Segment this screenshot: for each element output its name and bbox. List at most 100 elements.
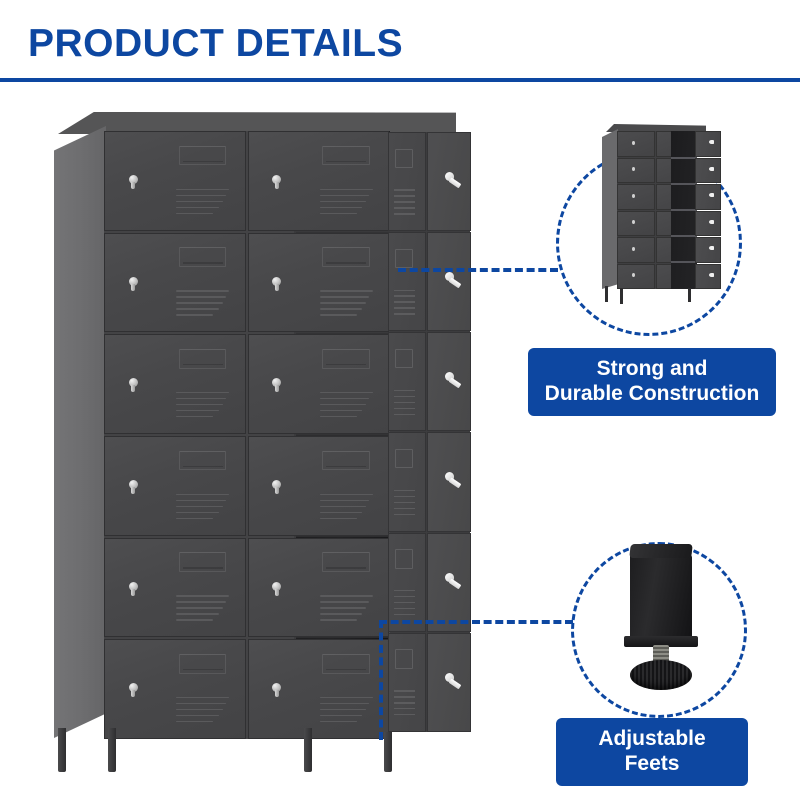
- leg-post: [630, 552, 692, 638]
- locker-door[interactable]: [104, 131, 246, 231]
- key-handle-icon[interactable]: [445, 672, 462, 689]
- open-locker-door[interactable]: [388, 432, 471, 532]
- cabinet-leg: [384, 732, 392, 772]
- inset-locker-door: [617, 210, 655, 236]
- door-inner-face: [388, 432, 426, 532]
- ventilation-louver-icon: [176, 290, 230, 316]
- connector-feet-horizontal: [379, 620, 573, 624]
- ventilation-louver-icon: [176, 188, 230, 215]
- inset-locker-door: [617, 131, 655, 157]
- door-inner-face: [388, 632, 426, 732]
- inset-interior-shelf: [671, 157, 697, 159]
- lock-knob-icon[interactable]: [128, 378, 138, 393]
- door-inner-face: [388, 532, 426, 632]
- door-inner-face: [388, 132, 426, 232]
- inset-full-locker-image: [596, 120, 728, 320]
- ventilation-louver-icon: [394, 189, 415, 215]
- inset-interior-shelf: [671, 235, 697, 237]
- label-holder-icon: [178, 552, 227, 572]
- inset-open-door: [695, 237, 721, 263]
- ventilation-louver-icon: [319, 290, 373, 316]
- inset-locker-door: [617, 184, 655, 210]
- callout-label-strong-durable: Strong and Durable Construction: [528, 348, 776, 416]
- open-locker-door[interactable]: [388, 632, 471, 732]
- lock-knob-icon[interactable]: [272, 378, 282, 393]
- ventilation-louver-icon: [319, 595, 373, 621]
- lock-knob-icon[interactable]: [128, 581, 138, 596]
- key-handle-icon[interactable]: [445, 372, 462, 389]
- lock-knob-icon[interactable]: [128, 683, 138, 698]
- locker-door[interactable]: [104, 639, 246, 739]
- label-holder-icon: [394, 148, 413, 168]
- door-inner-face: [388, 332, 426, 432]
- lock-knob-icon[interactable]: [272, 581, 282, 596]
- locker-door[interactable]: [247, 639, 389, 739]
- cabinet-leg: [58, 728, 66, 772]
- door-back-face: [426, 332, 471, 432]
- locker-door[interactable]: [104, 435, 246, 536]
- lock-knob-icon[interactable]: [272, 276, 282, 291]
- key-handle-icon[interactable]: [445, 572, 462, 589]
- cabinet-leg: [108, 728, 116, 772]
- label-holder-icon: [178, 450, 227, 471]
- open-locker-door[interactable]: [388, 532, 471, 632]
- label-holder-icon: [322, 450, 370, 471]
- open-locker-door[interactable]: [388, 232, 471, 332]
- inset-adjustable-foot-image: [612, 552, 710, 694]
- locker-door[interactable]: [247, 435, 389, 536]
- locker-door[interactable]: [104, 334, 246, 434]
- label-holder-icon: [178, 654, 227, 674]
- door-back-face: [426, 232, 471, 332]
- label-holder-icon: [394, 449, 413, 469]
- locker-door[interactable]: [247, 537, 389, 638]
- lock-knob-icon[interactable]: [272, 174, 282, 189]
- label-holder-icon: [178, 349, 227, 369]
- ventilation-louver-icon: [394, 590, 415, 616]
- locker-door[interactable]: [247, 131, 389, 231]
- lock-knob-icon[interactable]: [128, 174, 138, 189]
- cabinet-leg: [304, 728, 312, 772]
- main-product-illustration: [36, 112, 476, 772]
- ventilation-louver-icon: [176, 391, 230, 418]
- label-holder-icon: [322, 654, 370, 674]
- key-handle-icon[interactable]: [445, 171, 462, 189]
- ventilation-louver-icon: [319, 188, 373, 215]
- door-back-face: [426, 432, 471, 532]
- locker-door[interactable]: [247, 334, 389, 434]
- ventilation-louver-icon: [319, 391, 373, 418]
- open-locker-door[interactable]: [388, 132, 471, 232]
- ventilation-louver-icon: [176, 696, 230, 723]
- lock-knob-icon[interactable]: [128, 276, 138, 291]
- closed-door-grid: [104, 131, 389, 739]
- cabinet-side-panel: [54, 126, 106, 738]
- inset-open-door: [695, 131, 721, 157]
- inset-open-door: [695, 210, 721, 236]
- ventilation-louver-icon: [394, 690, 415, 716]
- door-inner-face: [388, 232, 426, 332]
- label-holder-icon: [394, 649, 413, 669]
- open-locker-door[interactable]: [388, 332, 471, 432]
- label-holder-icon: [394, 549, 413, 569]
- locker-door[interactable]: [247, 232, 389, 333]
- lock-knob-icon[interactable]: [128, 479, 138, 494]
- ventilation-louver-icon: [394, 489, 415, 516]
- key-handle-icon[interactable]: [445, 472, 462, 489]
- ventilation-louver-icon: [319, 696, 373, 723]
- key-handle-icon[interactable]: [445, 272, 462, 289]
- locker-door[interactable]: [104, 232, 246, 333]
- inset-open-door: [695, 157, 721, 183]
- ventilation-louver-icon: [176, 493, 230, 520]
- callout-label-adjustable-feet: Adjustable Feets: [556, 718, 748, 786]
- lock-knob-icon[interactable]: [272, 479, 282, 494]
- door-back-face: [426, 532, 471, 632]
- locker-door[interactable]: [104, 537, 246, 638]
- ventilation-louver-icon: [394, 389, 415, 415]
- lock-knob-icon[interactable]: [272, 683, 282, 698]
- title-divider: [0, 78, 800, 82]
- inset-locker-door: [617, 237, 655, 263]
- label-holder-icon: [394, 348, 413, 369]
- knurled-foot-pad: [630, 660, 692, 690]
- ventilation-louver-icon: [394, 289, 415, 315]
- inset-open-door: [695, 263, 721, 289]
